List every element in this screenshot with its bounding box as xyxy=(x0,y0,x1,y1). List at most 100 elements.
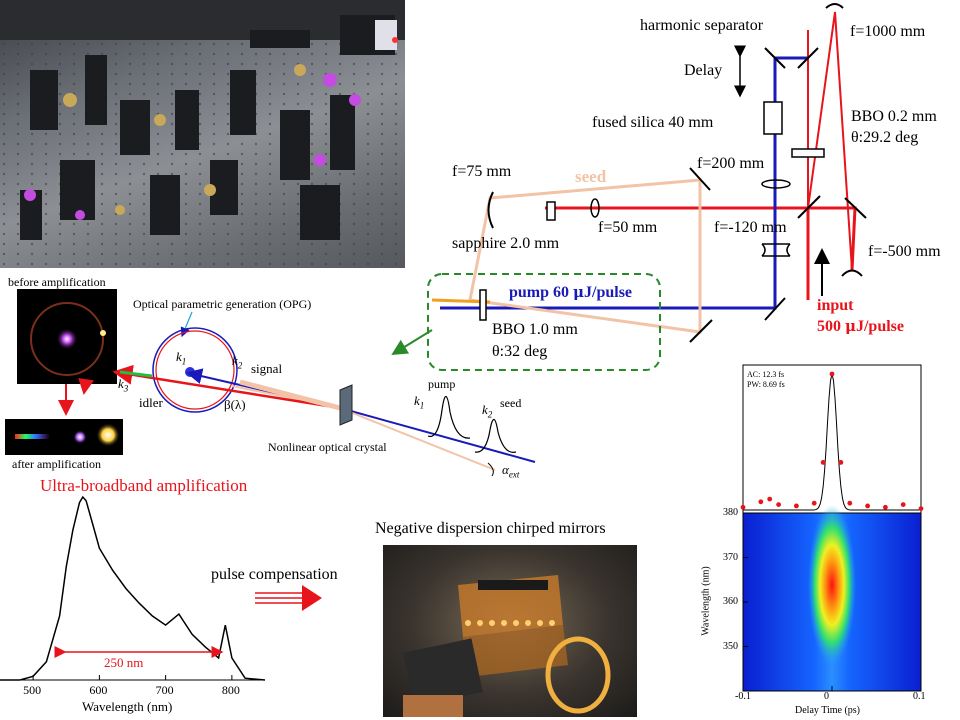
label-pw: PW: 8.69 fs xyxy=(747,380,785,389)
ac-data-points xyxy=(740,371,924,511)
ac-point-4 xyxy=(794,503,799,509)
frog-x-label: Delay Time (ps) xyxy=(795,705,860,716)
spectrum-tick-label: 800 xyxy=(221,683,240,697)
ac-point-12 xyxy=(900,502,906,507)
label-k1: k1 xyxy=(176,350,186,367)
label-ac: AC: 12.3 fs xyxy=(747,370,785,379)
frog-y-tick-label: 360 xyxy=(723,596,738,607)
k2-letter: k xyxy=(232,353,238,368)
curved-mirror-f75 xyxy=(487,191,494,229)
k2-sub: 2 xyxy=(237,360,243,371)
frog-spot xyxy=(808,505,856,665)
k3-vector xyxy=(112,364,341,410)
label-bbo-02: BBO 0.2 mm xyxy=(851,108,937,125)
label-pump: pump xyxy=(428,377,456,391)
input-energy-suffix: J/pulse xyxy=(855,318,904,335)
frog-x-tick-label: -0.1 xyxy=(735,691,751,702)
pump-k2-letter: k xyxy=(482,402,488,417)
label-alpha-ext: αext xyxy=(502,463,519,480)
bbo-10-crystal xyxy=(479,289,487,321)
alpha-letter: α xyxy=(502,462,509,477)
label-f200: f=200 mm xyxy=(697,155,765,172)
pump-k1-letter: k xyxy=(414,393,420,408)
ac-point-11 xyxy=(883,504,888,510)
label-bbo-10: BBO 1.0 mm xyxy=(492,321,578,338)
chirped-mirror-photo xyxy=(383,545,637,717)
label-pulse-compensation: pulse compensation xyxy=(211,566,338,583)
label-f-120: f=-120 mm xyxy=(714,219,787,236)
spectrum-chart xyxy=(0,495,322,681)
alpha-arc xyxy=(487,462,494,477)
label-k3: k3 xyxy=(118,377,128,394)
amplified-spots-art xyxy=(15,423,120,447)
pump-energy-mu: μ xyxy=(573,283,585,301)
opg-pointer xyxy=(180,311,193,338)
frog-y-tick-label: 380 xyxy=(723,507,738,518)
red-beam-sfg xyxy=(807,11,853,271)
spectrum-tick-label: 700 xyxy=(155,683,174,697)
zoom-arrow xyxy=(391,329,433,356)
label-opg-title: Optical parametric generation (OPG) xyxy=(133,297,312,311)
label-sapphire: sapphire 2.0 mm xyxy=(452,235,560,252)
phase-circle-inner xyxy=(155,330,235,410)
optical-table-photo-art xyxy=(0,0,405,268)
label-f75: f=75 mm xyxy=(452,163,512,180)
k3-letter: k xyxy=(118,376,124,391)
opa-zoom-box xyxy=(427,273,661,371)
label-k2: k2 xyxy=(232,354,242,371)
frog-panel xyxy=(740,364,924,692)
frog-x-tick-label: 0.1 xyxy=(913,691,926,702)
alpha-sub: ext xyxy=(508,469,520,480)
label-after-amplification: after amplification xyxy=(12,457,101,471)
compensation-arrow xyxy=(255,585,322,611)
opg-schematic xyxy=(58,311,536,477)
curved-mirror-f1000 xyxy=(825,3,844,9)
spectrum-tick-label: 600 xyxy=(89,683,108,697)
label-seed: seed xyxy=(575,167,607,186)
frog-x-tick-label: 0 xyxy=(824,691,829,702)
k1-letter: k xyxy=(176,349,182,364)
lens-f-120 xyxy=(761,243,791,257)
input-energy-mu: μ xyxy=(845,317,856,335)
label-f1000: f=1000 mm xyxy=(850,23,926,40)
frog-y-label: Wavelength (nm) xyxy=(700,566,712,636)
pump-energy-prefix: pump 60 xyxy=(509,284,574,301)
after-amplification-image xyxy=(5,419,123,455)
label-theta-32: θ:32 deg xyxy=(492,343,548,360)
frog-y-tick-label: 370 xyxy=(723,551,738,563)
ac-point-2 xyxy=(767,496,773,502)
label-beta: β(λ) xyxy=(224,397,246,412)
label-before-amplification: before amplification xyxy=(8,275,106,289)
spectrum-x-label: Wavelength (nm) xyxy=(82,699,173,714)
nonlinear-crystal xyxy=(339,384,353,426)
spectrum-tick-label: 500 xyxy=(23,683,42,697)
ac-point-8 xyxy=(838,460,844,465)
before-amplification-image xyxy=(17,289,117,384)
label-input-energy: 500 μJ/pulse xyxy=(817,319,904,335)
k1-sub: 1 xyxy=(181,356,187,367)
phase-circle-outer xyxy=(152,327,238,413)
ac-point-10 xyxy=(865,503,870,509)
label-harmonic-separator: harmonic separator xyxy=(640,17,764,34)
lens-f50 xyxy=(590,198,600,218)
label-fused-silica: fused silica 40 mm xyxy=(592,114,714,131)
ac-point-0 xyxy=(740,504,746,510)
sapphire-plate xyxy=(546,201,556,221)
pump-k1-sub: 1 xyxy=(419,400,425,411)
idler-rainbow xyxy=(119,370,153,378)
pump-k2-sub: 2 xyxy=(487,409,493,420)
spectrum-ticks xyxy=(32,675,233,680)
label-pump-k2: k2 xyxy=(482,403,492,420)
label-theta-292: θ:29.2 deg xyxy=(851,129,919,146)
label-seed-pulse: seed xyxy=(500,396,522,410)
spectrum-curve xyxy=(0,495,266,681)
ac-point-3 xyxy=(776,502,781,507)
label-idler: idler xyxy=(139,395,163,410)
frog-y-tick-label: 350 xyxy=(723,640,738,652)
seed-line xyxy=(339,407,496,471)
pump-pulse-shape xyxy=(427,395,471,439)
ac-point-6 xyxy=(820,460,826,465)
signal-beam xyxy=(239,379,341,411)
spectrum-title: Ultra-broadband amplification xyxy=(40,476,248,495)
